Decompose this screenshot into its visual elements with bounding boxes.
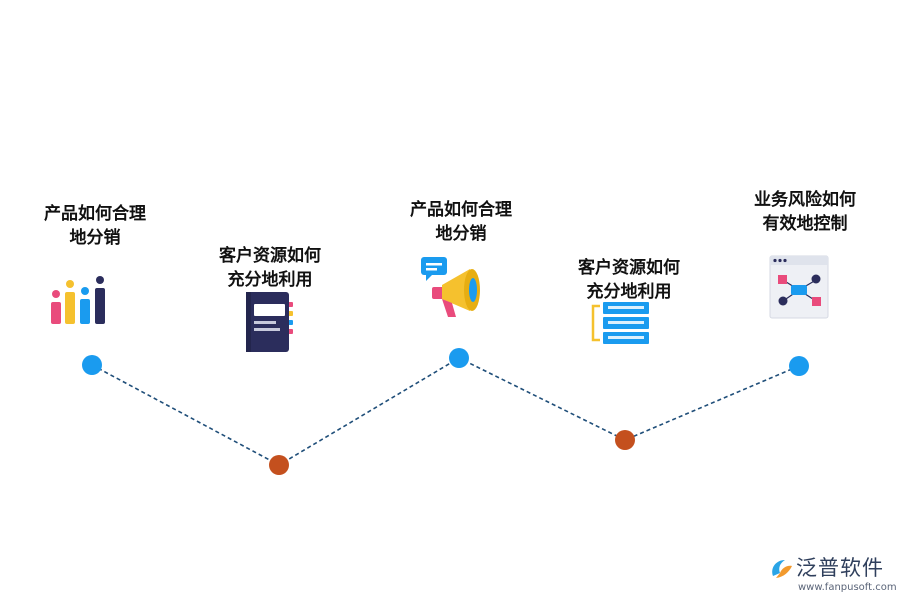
megaphone-icon [421, 257, 480, 317]
step-2-label: 客户资源如何 充分地利用 [219, 246, 321, 290]
flowchart-icon [769, 255, 829, 319]
server-stack-icon [591, 302, 649, 344]
node-3 [449, 348, 469, 368]
node-5 [789, 356, 809, 376]
logo-url: www.fanpusoft.com [798, 582, 897, 593]
fanpu-logo-icon [772, 560, 792, 578]
step-5-label: 业务风险如何 有效地控制 [754, 190, 856, 234]
node-2 [269, 455, 289, 475]
node-4 [615, 430, 635, 450]
bar-chart-icon [51, 276, 105, 324]
dashed-connector [91, 357, 800, 466]
step-3-label: 产品如何合理 地分销 [410, 200, 512, 244]
node-1 [82, 355, 102, 375]
logo-name: 泛普软件 [796, 556, 884, 580]
fanpu-logo: 泛普软件 www.fanpusoft.com [768, 554, 898, 598]
step-4-label: 客户资源如何 充分地利用 [578, 258, 680, 302]
notebook-icon [246, 292, 293, 352]
step-1-label: 产品如何合理 地分销 [44, 204, 146, 248]
